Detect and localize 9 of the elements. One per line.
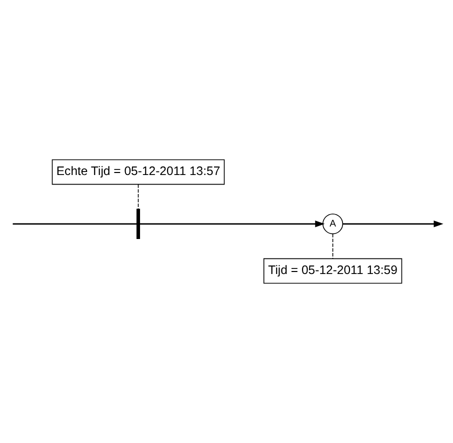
arrow xyxy=(342,220,443,228)
connector xyxy=(332,234,333,260)
node-box: Echte Tijd = 05-12-2011 13:57 xyxy=(51,159,224,185)
arrow xyxy=(139,220,324,228)
node-box: Tijd = 05-12-2011 13:59 xyxy=(262,258,402,284)
connector xyxy=(12,223,136,225)
node-bar xyxy=(136,208,140,239)
node-circle: A xyxy=(322,214,343,234)
connector xyxy=(137,184,138,210)
